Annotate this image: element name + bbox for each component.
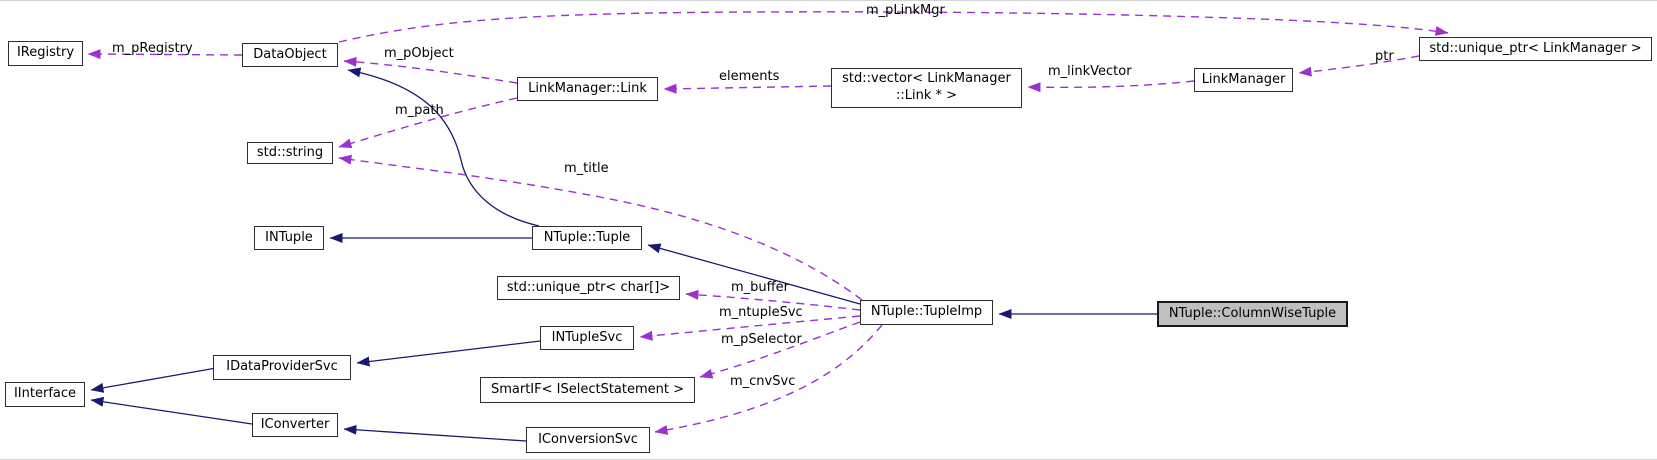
class-node-std-string[interactable]: std::string bbox=[247, 142, 333, 164]
class-node-linkmanager[interactable]: LinkManager bbox=[1194, 68, 1293, 92]
class-node-iinterface[interactable]: IInterface bbox=[5, 382, 85, 407]
class-node-ntuple-tuple[interactable]: NTuple::Tuple bbox=[532, 226, 642, 250]
edge-label-m_buffer: m_buffer bbox=[731, 280, 789, 295]
class-node-dataobject[interactable]: DataObject bbox=[242, 43, 338, 67]
edge-usage-m-linkvector bbox=[1027, 80, 1195, 93]
edge-usage-m-buffer bbox=[685, 289, 861, 311]
class-node-linkmanager-link[interactable]: LinkManager::Link bbox=[517, 77, 658, 101]
edge-inherit-iconversionsvc-to-iconverter bbox=[343, 424, 527, 442]
edge-label-m_pLinkMgr: m_pLinkMgr bbox=[866, 3, 945, 18]
edge-label-m_cnvSvc: m_cnvSvc bbox=[730, 374, 796, 389]
class-node-intuple[interactable]: INTuple bbox=[254, 226, 324, 250]
class-node-iregistry[interactable]: IRegistry bbox=[8, 41, 83, 66]
edge-usage-m-pobject bbox=[343, 56, 518, 84]
edge-label-m_linkVector: m_linkVector bbox=[1048, 64, 1132, 79]
class-node-idataprovidersvc[interactable]: IDataProviderSvc bbox=[213, 355, 351, 380]
edge-usage-m-title bbox=[338, 154, 863, 301]
edge-label-m_ntupleSvc: m_ntupleSvc bbox=[719, 305, 803, 320]
edge-usage-m-cnvsvc bbox=[654, 324, 883, 435]
edge-usage-elements bbox=[663, 83, 832, 94]
edge-inherit-iconverter-to-iinterface bbox=[90, 396, 253, 425]
class-node-unique-ptr-linkmgr[interactable]: std::unique_ptr< LinkManager > bbox=[1419, 37, 1652, 61]
class-node-vector-linkmanager[interactable]: std::vector< LinkManager ::Link * > bbox=[831, 68, 1022, 108]
class-node-smartif[interactable]: SmartIF< ISelectStatement > bbox=[480, 377, 695, 403]
edge-label-m_pObject: m_pObject bbox=[384, 46, 454, 61]
edge-usage-m-pselector bbox=[699, 321, 861, 379]
edge-inherit-idataprovidersvc-to-iinterface bbox=[90, 366, 223, 393]
class-node-iconverter[interactable]: IConverter bbox=[252, 413, 338, 437]
edge-inherit-tupleimp-to-tuple bbox=[647, 243, 861, 305]
edge-label-elements: elements bbox=[719, 69, 780, 84]
edge-label-ptr: ptr bbox=[1375, 49, 1394, 64]
edge-label-m_path: m_path bbox=[395, 103, 444, 118]
class-node-ntuple-tupleimp[interactable]: NTuple::TupleImp bbox=[860, 300, 993, 325]
edge-usage-m-pregistry bbox=[87, 49, 243, 60]
edge-inherit-intuplesvc-to-idataprovidersvc bbox=[356, 340, 541, 367]
class-node-unique-ptr-char[interactable]: std::unique_ptr< char[]> bbox=[497, 276, 680, 300]
class-node-iconversionsvc[interactable]: IConversionSvc bbox=[526, 427, 650, 453]
edge-usage-ptr bbox=[1298, 55, 1420, 77]
edge-usage-m-plinkmgr bbox=[338, 11, 1449, 43]
edge-label-m_pRegistry: m_pRegistry bbox=[112, 41, 193, 56]
top-divider bbox=[0, 0, 1657, 1]
class-node-intuplesvc[interactable]: INTupleSvc bbox=[540, 326, 634, 350]
edge-label-m_title: m_title bbox=[564, 161, 609, 176]
class-node-ntuple-columnwise: NTuple::ColumnWiseTuple bbox=[1157, 301, 1348, 327]
edge-inherit-tuple-to-dataobject bbox=[347, 67, 540, 227]
edge-label-m_pSelector: m_pSelector bbox=[721, 332, 802, 347]
